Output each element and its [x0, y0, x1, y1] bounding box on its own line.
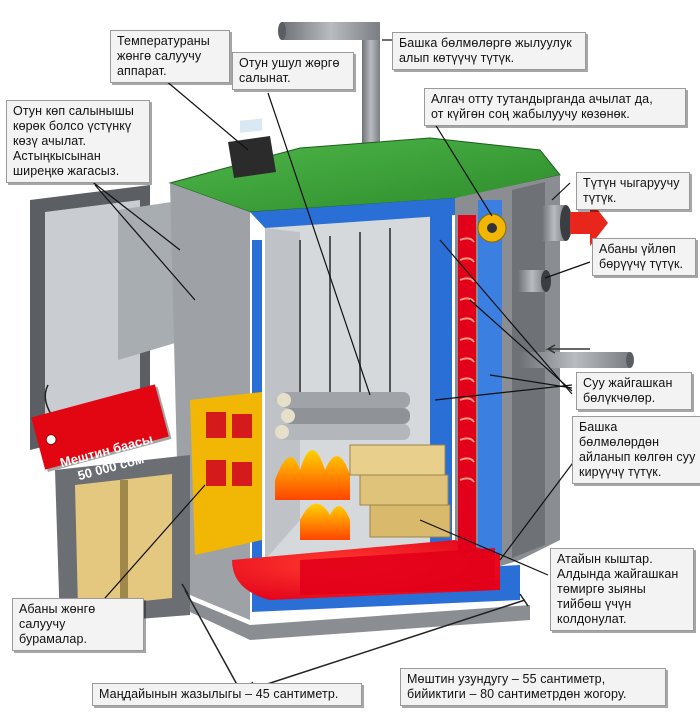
callout-flap: Алгач отту тутандырганда ачылат да, от к…	[424, 88, 686, 126]
leader-lines	[89, 39, 591, 616]
callout-smoke-pipe: Түтүн чыгаруучу түтүк.	[576, 172, 690, 210]
grate	[299, 228, 391, 420]
heat-pipe	[278, 22, 380, 162]
lower-door	[55, 455, 190, 625]
callout-water-sections: Суу жайгашкан бөлүкчөлөр.	[576, 372, 692, 410]
fire	[275, 450, 350, 540]
boiler-back-panel	[512, 182, 545, 558]
callout-return-pipe: Башка бөлмөлөрдөн айланып көлгөн суу кир…	[572, 416, 700, 484]
flue-spiral	[459, 237, 475, 483]
top-door	[30, 185, 185, 450]
return-pipe	[520, 352, 634, 368]
firewood	[275, 392, 410, 440]
exhaust-arrow-icon	[570, 200, 608, 246]
thermostat-device	[228, 118, 276, 178]
price-tag-hole	[44, 432, 58, 447]
smoke-pipe	[542, 205, 572, 241]
flue-channel	[458, 215, 476, 555]
callout-wood-loading: Отун ушул жөргө салынат.	[232, 52, 354, 90]
callout-bricks: Атайын кыштар. Алдында жайгашкан төмиргө…	[550, 548, 694, 631]
callout-width: Маңдайынын жазылыгы – 45 сантиметр.	[92, 683, 362, 706]
callout-heat-pipe: Башка бөлмөлөргө жылуулук алып көтүүчү т…	[392, 32, 586, 70]
fire-bricks	[349, 444, 451, 538]
callout-air-pipe: Абаны үйлөп бөрүүчү түтүк.	[592, 238, 696, 276]
callout-depth-height: Мөштин узундугу – 55 сантиметр, бийиктиг…	[400, 668, 666, 706]
boiler-base	[190, 600, 530, 640]
ash-tray-floor	[300, 548, 495, 595]
callout-thermostat: Температураны жөнгө салуучу аппарат.	[110, 30, 230, 83]
inlet-arrow-icon	[545, 344, 590, 354]
draft-flap	[477, 213, 507, 243]
air-pipe	[518, 270, 551, 292]
callout-top-door: Отун көп салынышы көрөк болсо үстүнкү кө…	[6, 100, 150, 183]
front-control-panel	[190, 392, 262, 555]
callout-air-valves: Абаны жөнгө салуучу бурамалар.	[12, 598, 144, 651]
